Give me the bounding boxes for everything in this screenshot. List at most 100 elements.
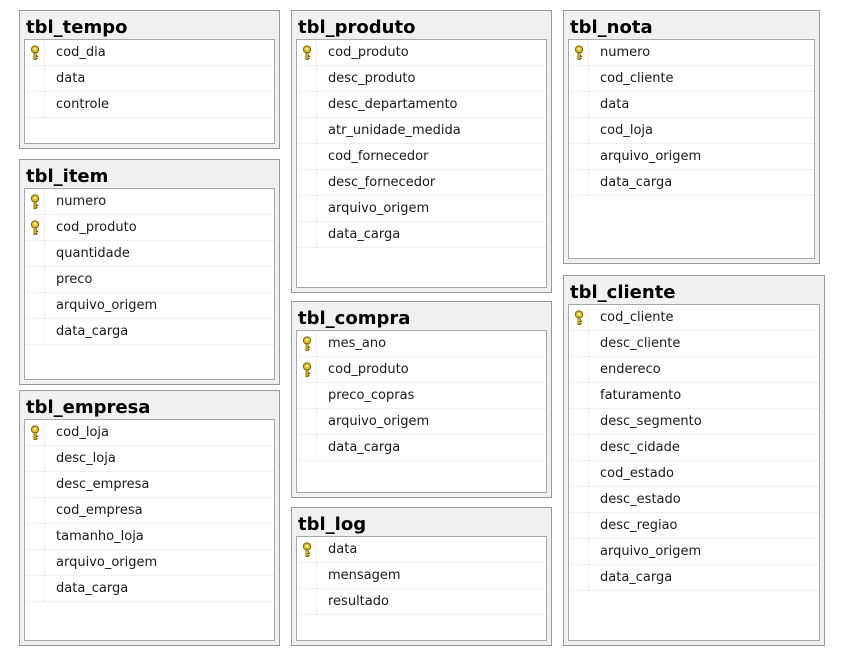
row-selector <box>297 537 317 563</box>
column-row[interactable]: preco_copras <box>297 383 546 409</box>
row-selector <box>25 92 45 118</box>
row-selector <box>25 576 45 602</box>
column-row[interactable]: data_carga <box>297 435 546 461</box>
column-row[interactable]: numero <box>569 40 814 66</box>
column-row[interactable]: data <box>297 537 546 563</box>
column-row[interactable]: cod_produto <box>25 215 274 241</box>
row-selector <box>25 267 45 293</box>
column-row[interactable]: desc_fornecedor <box>297 170 546 196</box>
column-row[interactable]: arquivo_origem <box>25 293 274 319</box>
row-selector <box>569 40 589 66</box>
column-row[interactable]: data <box>569 92 814 118</box>
column-name: cod_dia <box>56 45 106 60</box>
column-row[interactable]: desc_departamento <box>297 92 546 118</box>
column-row[interactable]: desc_cliente <box>569 331 819 357</box>
row-selector <box>25 293 45 319</box>
column-row[interactable]: tamanho_loja <box>25 524 274 550</box>
row-selector <box>25 550 45 576</box>
column-row[interactable]: arquivo_origem <box>297 196 546 222</box>
row-selector <box>569 144 589 170</box>
row-selector <box>569 170 589 196</box>
column-row[interactable]: desc_loja <box>25 446 274 472</box>
column-name: arquivo_origem <box>600 149 702 164</box>
column-row[interactable]: arquivo_origem <box>569 144 814 170</box>
column-row[interactable]: desc_cidade <box>569 435 819 461</box>
column-row[interactable]: cod_loja <box>569 118 814 144</box>
column-name: data_carga <box>600 175 673 190</box>
column-name: cod_cliente <box>600 310 674 325</box>
column-row[interactable]: cod_dia <box>25 40 274 66</box>
column-row[interactable]: atr_unidade_medida <box>297 118 546 144</box>
column-name: data_carga <box>56 581 129 596</box>
column-row[interactable]: data_carga <box>297 222 546 248</box>
column-row[interactable]: cod_empresa <box>25 498 274 524</box>
primary-key-icon <box>302 336 312 351</box>
column-row[interactable]: desc_regiao <box>569 513 819 539</box>
row-selector <box>297 331 317 357</box>
row-selector <box>25 66 45 92</box>
table-title: tbl_tempo <box>26 17 128 38</box>
table-title: tbl_nota <box>570 17 653 38</box>
column-name: mes_ano <box>328 336 387 351</box>
column-row[interactable]: arquivo_origem <box>569 539 819 565</box>
table-title: tbl_log <box>298 514 367 535</box>
row-selector <box>569 118 589 144</box>
column-name: endereco <box>600 362 661 377</box>
column-row[interactable]: controle <box>25 92 274 118</box>
column-row[interactable]: cod_estado <box>569 461 819 487</box>
column-row[interactable]: data <box>25 66 274 92</box>
column-row[interactable]: quantidade <box>25 241 274 267</box>
column-row[interactable]: arquivo_origem <box>297 409 546 435</box>
column-row[interactable]: cod_produto <box>297 357 546 383</box>
row-selector <box>569 539 589 565</box>
column-row[interactable]: faturamento <box>569 383 819 409</box>
column-row[interactable]: numero <box>25 189 274 215</box>
primary-key-icon <box>30 194 40 209</box>
column-row[interactable]: desc_estado <box>569 487 819 513</box>
column-row[interactable]: cod_fornecedor <box>297 144 546 170</box>
column-row[interactable]: desc_produto <box>297 66 546 92</box>
column-row[interactable]: data_carga <box>569 170 814 196</box>
row-selector <box>297 196 317 222</box>
row-selector <box>297 144 317 170</box>
column-row[interactable]: cod_cliente <box>569 66 814 92</box>
column-row[interactable]: data_carga <box>25 319 274 345</box>
column-name: quantidade <box>56 246 130 261</box>
column-row[interactable]: cod_loja <box>25 420 274 446</box>
column-row[interactable]: data_carga <box>569 565 819 591</box>
row-selector <box>297 222 317 248</box>
column-row[interactable]: data_carga <box>25 576 274 602</box>
column-row[interactable]: desc_empresa <box>25 472 274 498</box>
column-name: faturamento <box>600 388 682 403</box>
column-row[interactable]: resultado <box>297 589 546 615</box>
row-selector <box>297 409 317 435</box>
column-row[interactable]: mes_ano <box>297 331 546 357</box>
column-name: controle <box>56 97 110 112</box>
column-name: cod_produto <box>328 362 409 377</box>
column-row[interactable]: mensagem <box>297 563 546 589</box>
row-selector <box>297 118 317 144</box>
column-row[interactable]: desc_segmento <box>569 409 819 435</box>
row-selector <box>569 357 589 383</box>
column-row[interactable]: preco <box>25 267 274 293</box>
column-name: data_carga <box>56 324 129 339</box>
column-row[interactable]: cod_produto <box>297 40 546 66</box>
column-row[interactable]: endereco <box>569 357 819 383</box>
column-row[interactable]: cod_cliente <box>569 305 819 331</box>
column-row[interactable]: arquivo_origem <box>25 550 274 576</box>
primary-key-icon <box>30 45 40 60</box>
row-selector <box>569 383 589 409</box>
column-name: cod_loja <box>56 425 109 440</box>
column-name: numero <box>56 194 107 209</box>
